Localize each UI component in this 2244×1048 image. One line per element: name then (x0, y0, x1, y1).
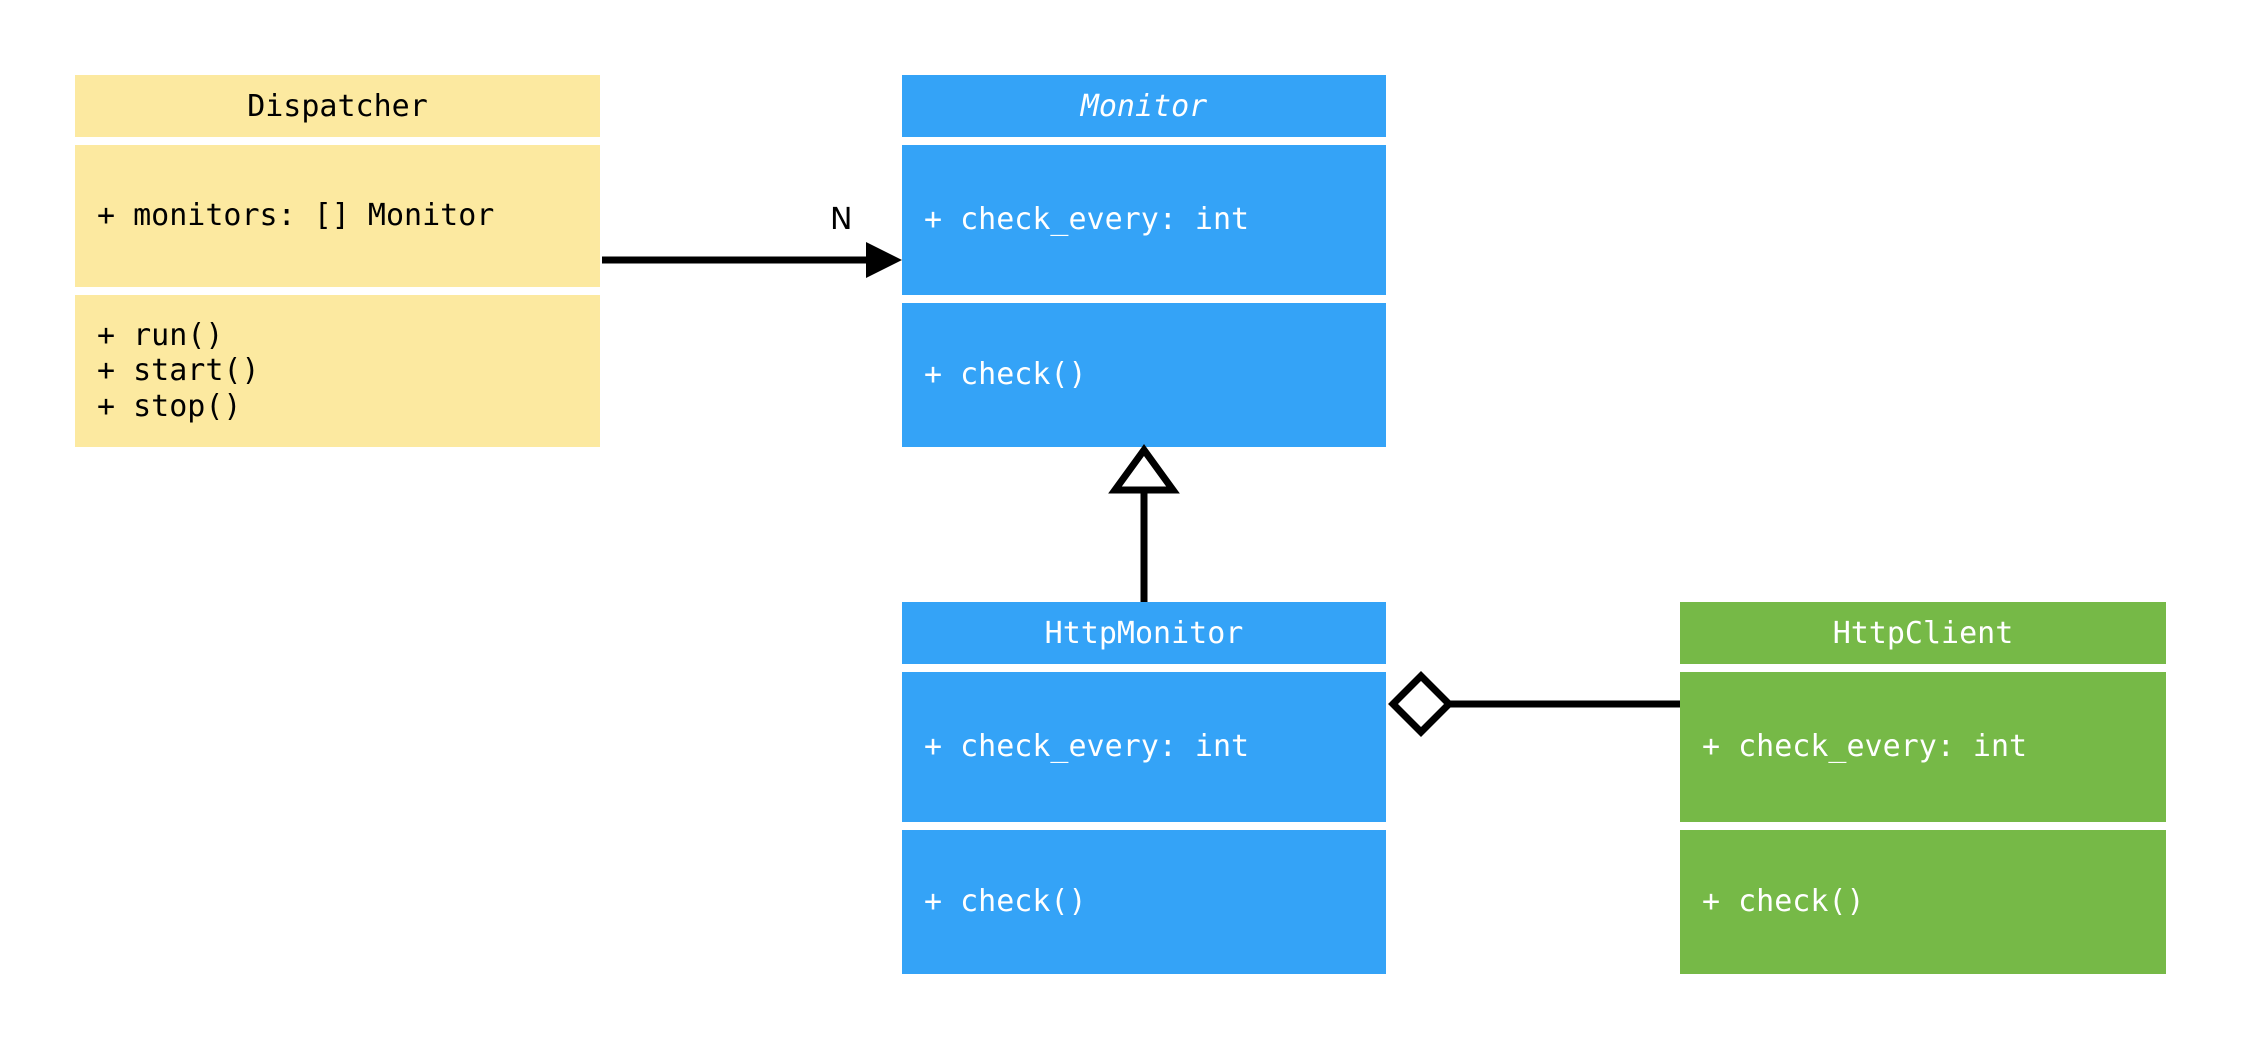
class-box-httpmonitor[interactable]: HttpMonitor + check_every: int + check() (902, 602, 1386, 974)
class-title-compartment-monitor: Monitor (902, 75, 1386, 137)
edge-label-multiplicity: N (830, 202, 853, 237)
compartment-divider (902, 295, 1386, 303)
hollow-diamond-icon (1388, 671, 1454, 737)
class-attributes-compartment-monitor: + check_every: int (902, 145, 1386, 295)
hollow-triangle-icon (1108, 444, 1180, 494)
aggregation-httpmonitor-to-httpclient (1388, 671, 1680, 737)
compartment-divider (902, 822, 1386, 830)
method-line: + stop() (97, 388, 242, 424)
class-attributes-compartment-httpmonitor: + check_every: int (902, 672, 1386, 822)
method-line: + start() (97, 353, 260, 389)
class-title-compartment-dispatcher: Dispatcher (75, 75, 600, 137)
compartment-divider (75, 137, 600, 145)
compartment-divider (75, 287, 600, 295)
class-methods-compartment-monitor: + check() (902, 303, 1386, 447)
class-methods-compartment-dispatcher: + run() + start() + stop() (75, 295, 600, 447)
method-line: + check() (924, 884, 1087, 920)
class-title-compartment-httpmonitor: HttpMonitor (902, 602, 1386, 664)
attribute-line: + check_every: int (924, 729, 1250, 765)
class-methods-compartment-httpmonitor: + check() (902, 830, 1386, 974)
class-attributes-compartment-httpclient: + check_every: int (1680, 672, 2166, 822)
class-methods-compartment-httpclient: + check() (1680, 830, 2166, 974)
attribute-line: + check_every: int (924, 202, 1250, 238)
method-line: + check() (924, 357, 1087, 393)
class-name-httpclient: HttpClient (1832, 615, 2014, 651)
class-name-dispatcher: Dispatcher (247, 88, 428, 124)
attribute-line: + check_every: int (1702, 729, 2028, 765)
class-title-compartment-httpclient: HttpClient (1680, 602, 2166, 664)
method-line: + run() (97, 317, 224, 353)
method-line: + check() (1702, 884, 1865, 920)
class-name-httpmonitor: HttpMonitor (1044, 615, 1244, 651)
class-box-dispatcher[interactable]: Dispatcher + monitors: [] Monitor + run(… (75, 75, 600, 447)
compartment-divider (902, 137, 1386, 145)
generalization-httpmonitor-to-monitor (1108, 444, 1180, 602)
compartment-divider (902, 664, 1386, 672)
association-dispatcher-to-monitor (602, 242, 902, 278)
class-box-httpclient[interactable]: HttpClient + check_every: int + check() (1680, 602, 2166, 974)
filled-arrowhead-icon (866, 242, 902, 278)
class-name-monitor: Monitor (1080, 88, 1208, 124)
compartment-divider (1680, 664, 2166, 672)
compartment-divider (1680, 822, 2166, 830)
class-box-monitor[interactable]: Monitor + check_every: int + check() (902, 75, 1386, 447)
class-attributes-compartment-dispatcher: + monitors: [] Monitor (75, 145, 600, 287)
attribute-line: + monitors: [] Monitor (97, 198, 495, 234)
